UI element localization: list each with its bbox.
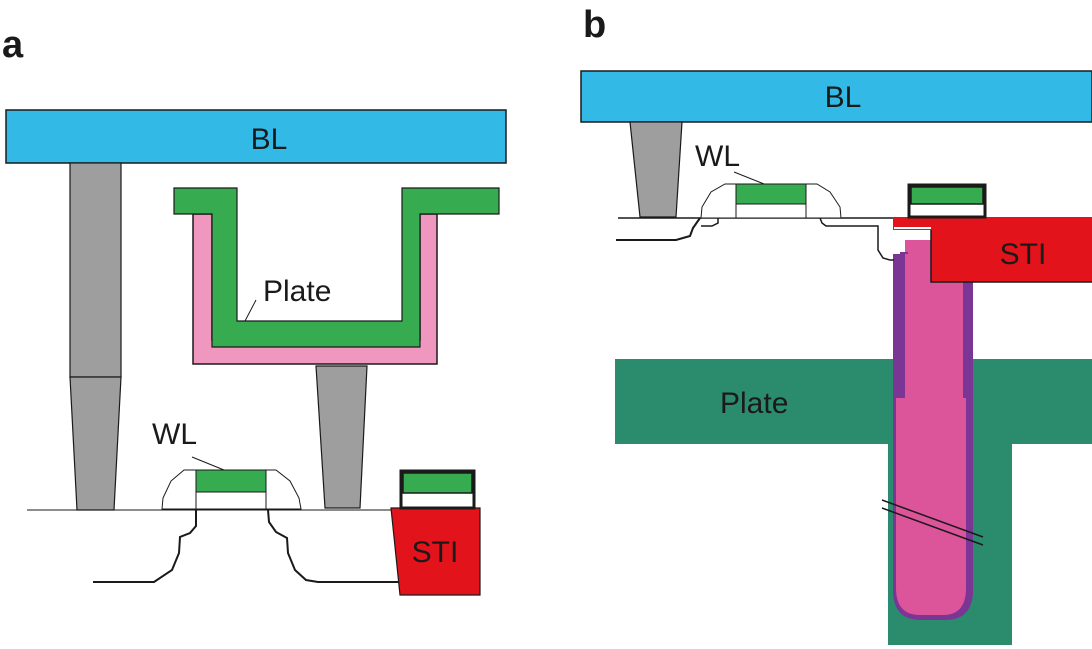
bit-line-label-a: BL (251, 123, 288, 156)
word-line-label-a: WL (152, 418, 197, 451)
bit-line-b (580, 70, 1092, 123)
storage-node-contact-a (315, 365, 368, 509)
panel-b: b Plate BL WL STI (580, 4, 1092, 645)
gate-oxide-b (735, 203, 807, 219)
gate-oxide-a (195, 491, 267, 510)
plate-label-a: Plate (263, 275, 331, 308)
passing-word-line-a (402, 472, 473, 494)
junction-right-a (267, 509, 400, 583)
break-mark-1-b (881, 499, 984, 538)
passing-word-line-b (910, 186, 984, 205)
break-mark-2-b (881, 507, 984, 546)
word-line-leader-a (191, 456, 225, 471)
buried-plate-b (615, 359, 1092, 645)
trench-fill-lower-b (896, 398, 966, 615)
capacitor-plate-a (173, 187, 500, 348)
sti-outline-b (930, 230, 1092, 283)
gate-spacer-left-a (161, 469, 197, 510)
sti-label-b: STI (1000, 238, 1047, 271)
bit-line-contact-lower-a (69, 376, 122, 511)
gate-spacer-right-a (265, 469, 302, 510)
junction-left-inner-b (701, 218, 719, 227)
junction-right-b (819, 217, 894, 261)
panel-b-label: b (583, 4, 606, 46)
gate-spacer-right-b (805, 183, 842, 219)
word-line-a (195, 469, 267, 493)
word-line-b (735, 183, 807, 205)
sti-label-a: STI (412, 536, 459, 569)
plate-leader-a (244, 299, 257, 322)
sti-b (893, 218, 1092, 282)
panel-a-label: a (2, 24, 24, 66)
bit-line-contact-b (629, 121, 683, 218)
word-line-label-b: WL (695, 140, 740, 173)
bit-line-label-b: BL (825, 81, 862, 114)
bit-line-contact-upper-a (69, 162, 122, 378)
panel-a: a BL Plate WL STI (2, 24, 507, 596)
junction-left-a (93, 510, 197, 583)
word-line-leader-b (733, 171, 765, 185)
plate-label-b: Plate (720, 387, 788, 420)
junction-left-b (616, 217, 701, 241)
bit-line-a (5, 109, 507, 164)
gate-spacer-left-b (700, 183, 737, 219)
